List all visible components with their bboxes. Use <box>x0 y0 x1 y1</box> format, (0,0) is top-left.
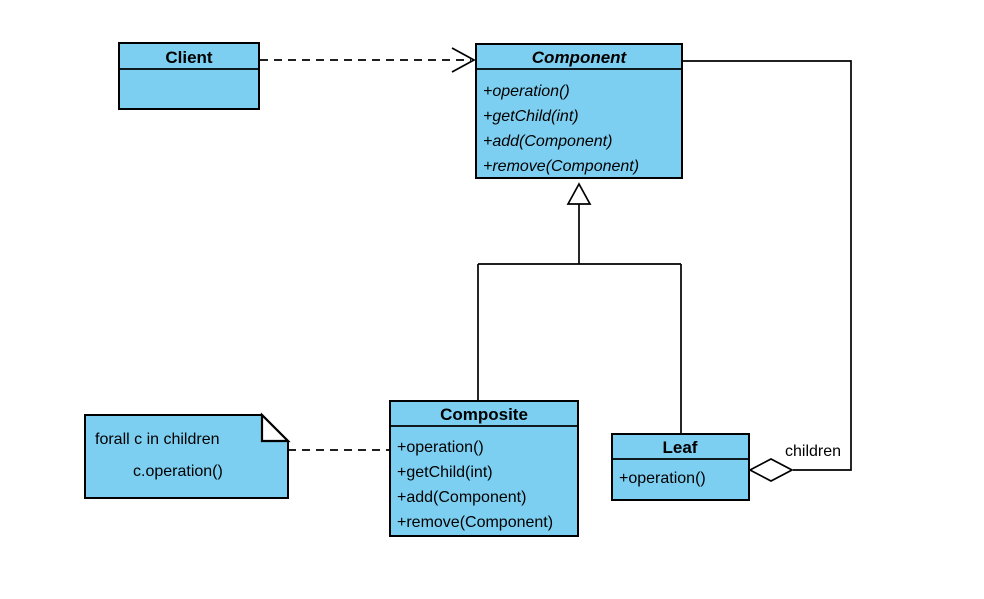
class-component-box[interactable] <box>475 43 683 179</box>
class-composite-box[interactable] <box>389 400 579 537</box>
class-composite-title: Composite <box>440 405 528 424</box>
uml-note[interactable]: forall c in children c.operation() <box>84 412 291 499</box>
hollow-diamond-icon <box>748 458 794 482</box>
open-arrowhead-icon <box>451 47 476 73</box>
generalization-links <box>477 182 682 434</box>
method-label: +operation() <box>483 83 570 100</box>
class-composite[interactable]: Composite +operation() +getChild(int) +a… <box>389 400 579 537</box>
children-role-label: children <box>785 443 841 460</box>
note-text-line1: forall c in children <box>95 431 220 448</box>
dependency-client-to-component <box>260 47 476 73</box>
aggregation-children-association: children <box>682 60 852 482</box>
class-component-title: Component <box>532 48 628 67</box>
method-label: +operation() <box>619 470 706 487</box>
method-label: +remove(Component) <box>483 158 639 175</box>
class-client[interactable]: Client <box>118 42 260 110</box>
method-label: +getChild(int) <box>483 108 579 125</box>
hollow-triangle-icon <box>566 182 592 205</box>
method-label: +remove(Component) <box>397 514 553 531</box>
class-client-box[interactable] <box>118 42 260 110</box>
aggregation-line <box>682 60 852 471</box>
class-leaf-title: Leaf <box>663 438 698 457</box>
method-label: +getChild(int) <box>397 464 493 481</box>
method-label: +add(Component) <box>483 133 612 150</box>
class-client-title: Client <box>165 48 213 67</box>
method-label: +operation() <box>397 439 484 456</box>
note-body-shape[interactable] <box>84 414 289 499</box>
class-component[interactable]: Component +operation() +getChild(int) +a… <box>475 43 683 179</box>
class-leaf-box[interactable] <box>611 433 750 501</box>
method-label: +add(Component) <box>397 489 526 506</box>
class-leaf[interactable]: Leaf +operation() <box>611 433 750 501</box>
note-fold-icon <box>260 412 291 443</box>
note-text-line2: c.operation() <box>133 463 223 480</box>
